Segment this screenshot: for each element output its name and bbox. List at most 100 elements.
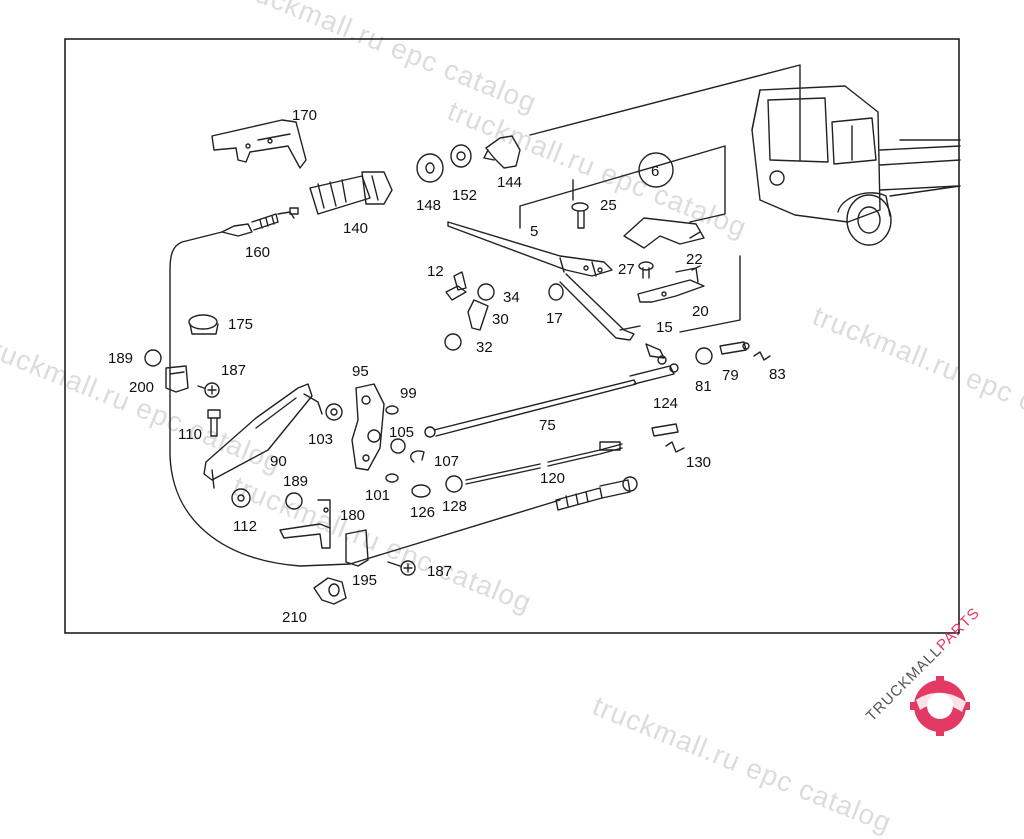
lever-bracket-part — [203, 383, 323, 489]
callout-label: 22 — [686, 251, 703, 268]
callout-label: 32 — [476, 339, 493, 356]
callout-label: 101 — [365, 487, 390, 504]
callout-label: 17 — [546, 310, 563, 327]
callout-label: 120 — [540, 470, 565, 487]
leader-line — [619, 325, 641, 331]
bolt-part — [385, 473, 399, 483]
callout-label: 15 — [656, 319, 673, 336]
callout-label: 180 — [340, 507, 365, 524]
nut-part — [695, 347, 713, 365]
bracket-part — [211, 119, 307, 169]
ball-joint-part — [645, 343, 665, 359]
gear-icon — [910, 676, 970, 736]
callout-label: 99 — [400, 385, 417, 402]
callout-label: 6 — [651, 163, 659, 180]
bracket-part — [623, 217, 705, 249]
callout-label: 12 — [427, 263, 444, 280]
callout-label: 27 — [618, 261, 635, 278]
screw-part — [197, 382, 220, 398]
callout-label: 160 — [245, 244, 270, 261]
callout-label: 5 — [530, 223, 538, 240]
shift-arm-part — [447, 221, 635, 341]
clip-part — [165, 365, 189, 393]
diagram-frame — [64, 38, 960, 634]
callout-label: 25 — [600, 197, 617, 214]
pin-part — [651, 423, 679, 437]
bolt-part — [385, 405, 399, 415]
callout-label: 128 — [442, 498, 467, 515]
callout-label: 126 — [410, 504, 435, 521]
spring-clip-part — [665, 441, 685, 453]
nut-part — [231, 488, 251, 508]
washer-part — [425, 162, 435, 174]
callout-label: 130 — [686, 454, 711, 471]
callout-label: 81 — [695, 378, 712, 395]
callout-label: 175 — [228, 316, 253, 333]
circlip-part — [410, 450, 425, 463]
callout-label: 170 — [292, 107, 317, 124]
truck-cab-illustration — [751, 85, 961, 246]
screw-part — [387, 560, 416, 576]
cable-end-part — [221, 207, 299, 237]
callout-label: 90 — [270, 453, 287, 470]
callout-label: 195 — [352, 572, 377, 589]
switch-housing-part — [309, 171, 393, 215]
end-fitting-part — [313, 577, 347, 605]
washer-part — [416, 153, 444, 183]
callout-label: 79 — [722, 367, 739, 384]
callout-label: 189 — [108, 350, 133, 367]
callout-label: 200 — [129, 379, 154, 396]
leader-line — [529, 64, 801, 161]
spring-clip-part — [753, 351, 771, 361]
group-callout-circle — [638, 152, 674, 188]
nut-part — [548, 283, 564, 301]
grommet-part — [188, 314, 219, 335]
bolt-part — [467, 299, 489, 331]
callout-label: 148 — [416, 197, 441, 214]
leader-line — [519, 145, 726, 229]
nut-part — [456, 151, 466, 161]
callout-label: 20 — [692, 303, 709, 320]
callout-label: 75 — [539, 417, 556, 434]
bracket-part — [637, 267, 705, 303]
callout-label: 124 — [653, 395, 678, 412]
callout-label: 187 — [221, 362, 246, 379]
callout-label: 189 — [283, 473, 308, 490]
washer-part — [390, 438, 406, 454]
nut-part — [144, 349, 162, 367]
callout-label: 110 — [178, 426, 202, 443]
cable-line — [169, 231, 561, 567]
callout-label: 83 — [769, 366, 786, 383]
shift-rod-part — [424, 363, 679, 438]
parts-diagram: 170 140 148 152 144 160 6 5 25 12 34 30 … — [64, 38, 983, 736]
callout-label: 105 — [389, 424, 414, 441]
truckmall-logo: TRUCKMALLPARTS — [863, 604, 983, 736]
leader-line — [689, 231, 701, 239]
linkage-rod-part — [445, 441, 623, 493]
cable-bracket-part — [279, 499, 331, 549]
callout-label: 30 — [492, 311, 509, 328]
callout-label: 144 — [497, 174, 522, 191]
ball-joint-part — [657, 355, 667, 365]
clip-part — [345, 529, 369, 567]
callout-label: 107 — [434, 453, 459, 470]
leader-line — [679, 255, 741, 333]
callout-label: 187 — [427, 563, 452, 580]
bolt-part — [445, 271, 467, 301]
pin-part — [719, 341, 750, 355]
callout-label: 152 — [452, 187, 477, 204]
selector-lever-part — [351, 383, 385, 471]
screw-part — [571, 202, 589, 229]
nut-part — [444, 333, 462, 351]
cable-end-part — [555, 476, 638, 511]
callout-label: 95 — [352, 363, 369, 380]
bolt-part — [207, 409, 221, 437]
nut-part — [477, 283, 495, 301]
screw-part — [638, 261, 654, 279]
callout-label: 34 — [503, 289, 520, 306]
knob-part — [483, 135, 521, 169]
nut-part — [450, 144, 472, 168]
nut-part — [411, 484, 431, 498]
nut-part — [285, 492, 303, 510]
callout-label: 210 — [282, 609, 307, 626]
